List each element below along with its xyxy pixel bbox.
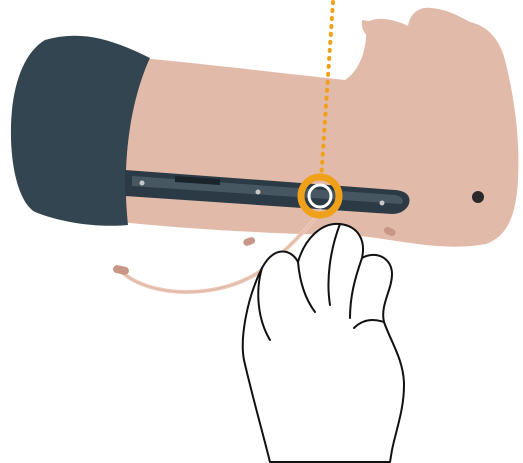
hand-icon [243,224,404,462]
wrist-dot-icon [472,191,484,203]
